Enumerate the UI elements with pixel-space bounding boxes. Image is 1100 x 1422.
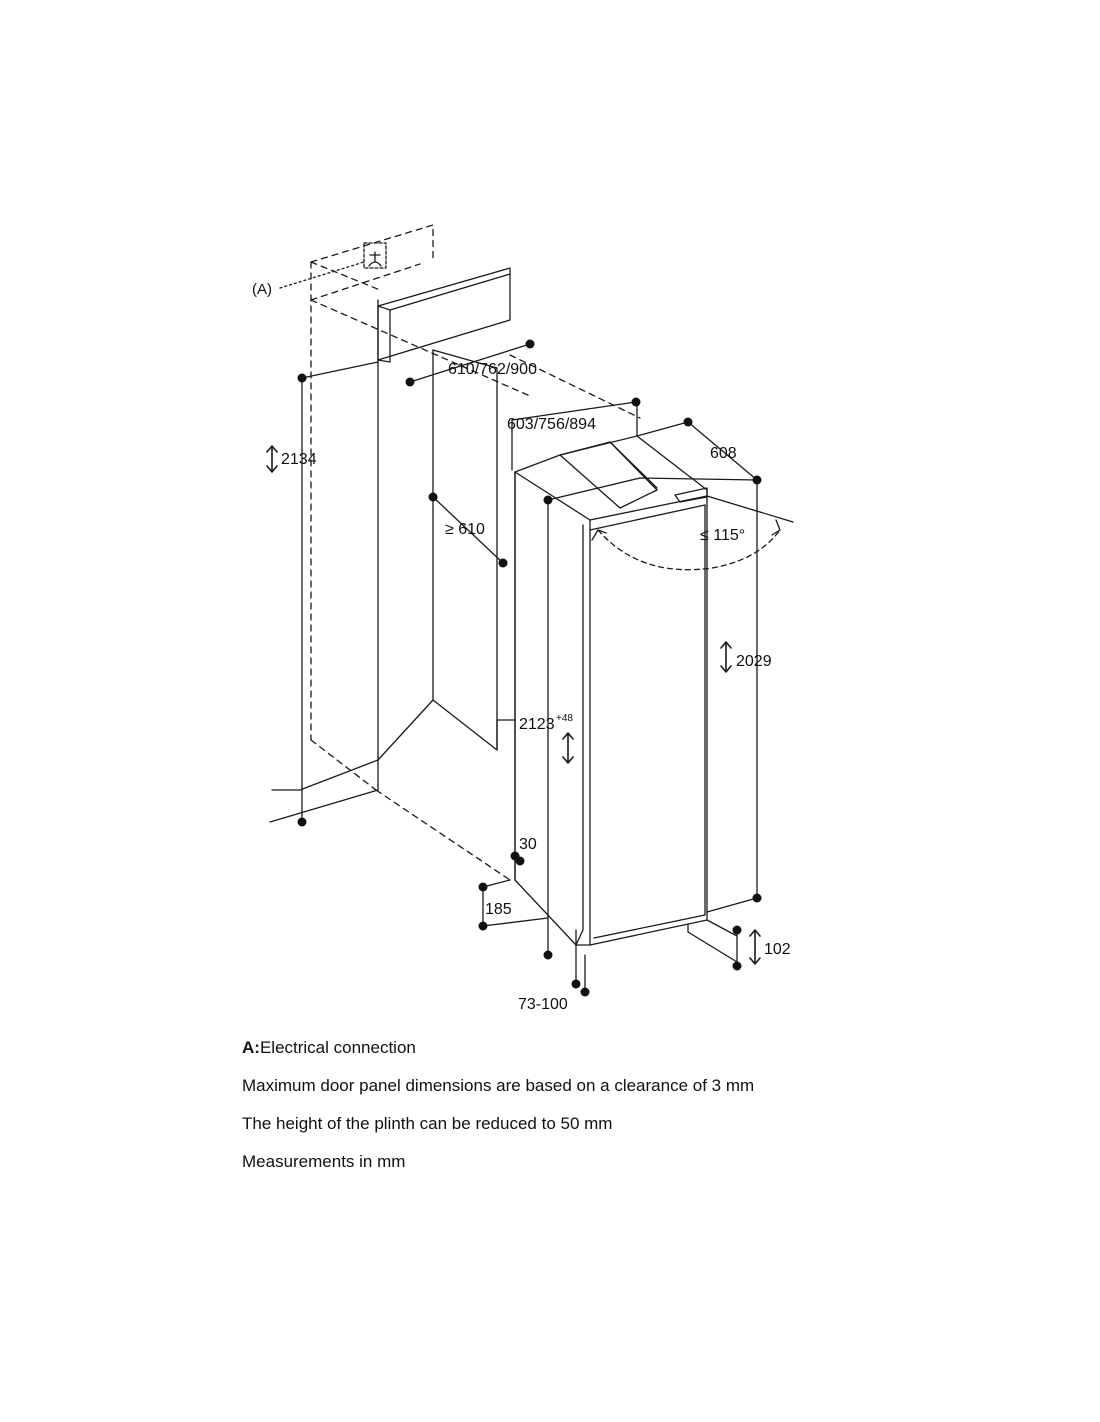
dim-102: 102 [764,941,791,958]
note-a-text: Electrical connection [259,1038,416,1057]
dim-appliance-width: 603/756/894 [507,416,596,433]
dim-appliance-height: 2029 [736,653,772,670]
electrical-connection-symbol [363,242,387,269]
niche-left-panel [377,299,434,761]
note-electrical-connection: A:Electrical connection [242,1038,1042,1058]
note-door-panel: Maximum door panel dimensions are based … [242,1076,755,1095]
dim-73-100: 73-100 [518,996,568,1013]
installation-diagram: (A) 610/762/900 603/756/894 608 2134 ≥ 6… [252,224,794,1013]
note-a-key: A: [242,1038,260,1057]
label-a-leader [279,261,365,289]
dim-min-depth: ≥ 610 [445,521,485,538]
dimension-dots [297,339,762,997]
dim-adjust-height-sup: +48 [556,713,573,724]
height-arrows [266,445,761,965]
dim-depth: 608 [710,445,737,462]
dimension-lines [301,343,758,993]
dim-30: 30 [519,836,537,853]
dim-185: 185 [485,901,512,918]
appliance-body [514,435,708,956]
niche-outline-dashed [310,224,641,881]
dim-niche-height: 2134 [281,451,317,468]
dim-adjust-height: 2123 [519,716,555,733]
dim-door-angle: ≤ 115° [700,527,745,544]
label-a: (A) [252,281,272,298]
note-plinth-height: The height of the plinth can be reduced … [242,1114,613,1133]
note-measurements: Measurements in mm [242,1152,406,1171]
dim-opening-width: 610/762/900 [448,361,537,378]
door-swing-arc [597,529,781,571]
upper-cabinet [377,267,511,363]
notes: A:Electrical connection Maximum door pan… [242,1038,1042,1190]
